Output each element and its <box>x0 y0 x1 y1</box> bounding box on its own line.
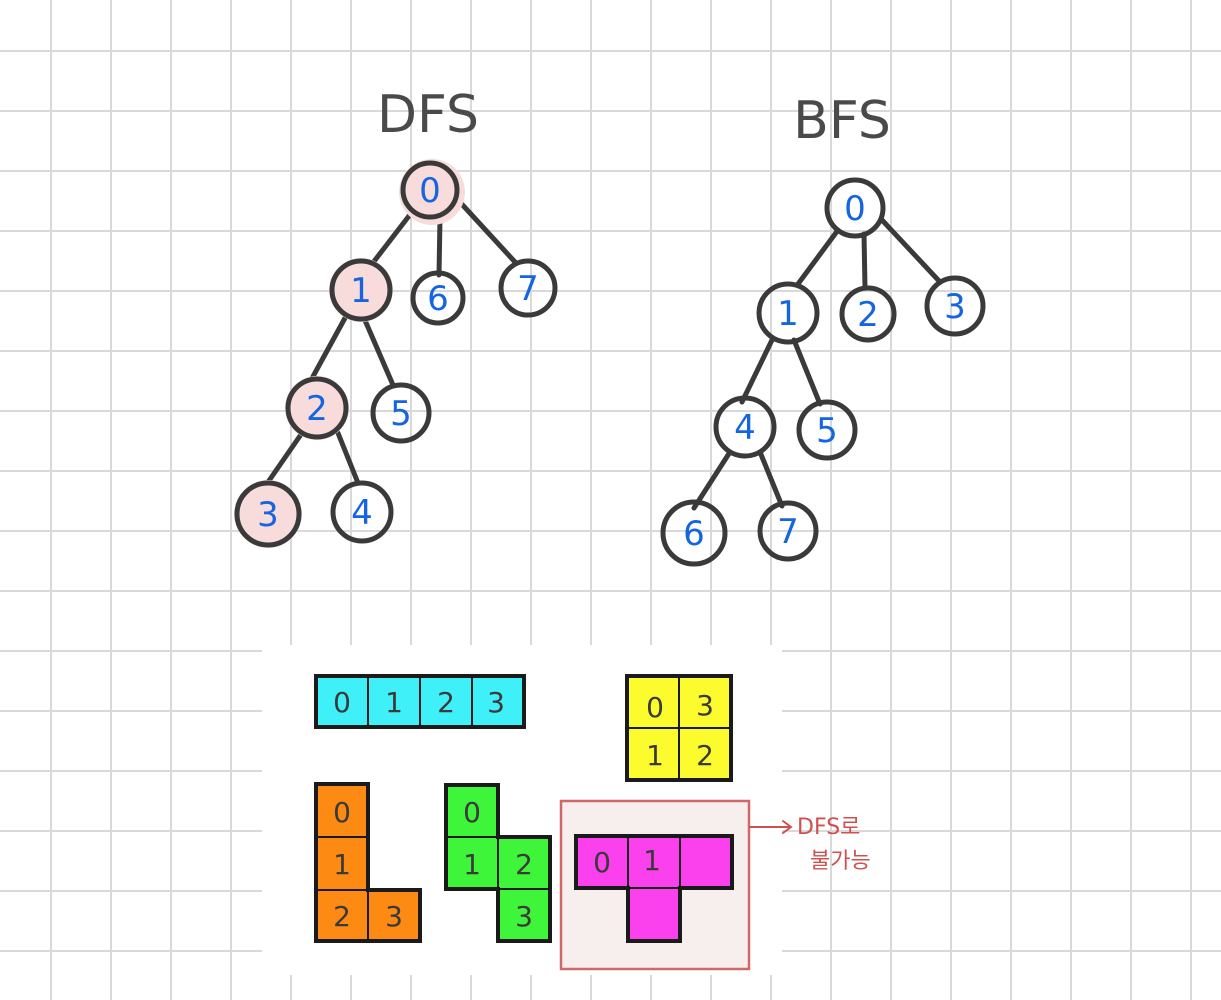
dfs-node-0-label: 0 <box>419 171 441 211</box>
bfs-node-4 <box>713 395 777 459</box>
o-cell-3: 3 <box>696 689 714 722</box>
s-tetromino: 0 1 2 3 <box>444 783 552 943</box>
i-cell-3: 3 <box>487 686 505 719</box>
annotation-line-1: DFS로 <box>797 815 860 840</box>
dfs-node-labels: 0 1 6 7 2 5 3 4 <box>257 171 539 535</box>
l-cell-0: 0 <box>333 796 351 829</box>
annotation-line-2: 불가능 <box>810 849 871 874</box>
o-cell-1: 1 <box>646 739 664 772</box>
dfs-tree <box>263 197 518 488</box>
dfs-edge-2-4 <box>335 430 361 486</box>
dfs-node-4-label: 4 <box>351 493 373 533</box>
bfs-node-2-label: 2 <box>857 295 879 335</box>
bfs-node-3-label: 3 <box>944 287 966 327</box>
dfs-node-4 <box>330 480 394 544</box>
dfs-node-2-label: 2 <box>306 389 328 429</box>
i-cell-0: 0 <box>333 686 351 719</box>
l-cell-2: 2 <box>333 900 351 933</box>
t-tetromino: 0 1 <box>574 834 734 943</box>
dfs-node-3 <box>234 480 302 548</box>
dfs-node-1-label: 1 <box>350 271 372 311</box>
bfs-node-6-label: 6 <box>683 514 705 554</box>
s-cell-2: 2 <box>515 848 533 881</box>
dfs-edge-1-5 <box>361 315 396 388</box>
i-tetromino: 0 1 2 3 <box>314 674 526 729</box>
l-tetromino: 0 1 2 3 <box>314 782 422 943</box>
dfs-highlight-2 <box>285 376 349 440</box>
bfs-edge-4-7 <box>757 449 785 509</box>
bfs-node-1-label: 1 <box>777 294 799 334</box>
dfs-node-2 <box>285 376 349 440</box>
t-cell-1: 1 <box>643 844 661 877</box>
dfs-edge-0-6 <box>436 215 443 278</box>
annotation-arrow <box>749 820 793 834</box>
s-cell-1: 1 <box>463 848 481 881</box>
bfs-node-7 <box>757 500 819 562</box>
dfs-node-0 <box>400 160 460 220</box>
bfs-node-5 <box>796 399 858 461</box>
bfs-edge-0-1 <box>795 227 841 287</box>
bfs-node-2 <box>839 285 897 343</box>
l-cell-1: 1 <box>333 848 351 881</box>
bfs-node-1 <box>756 281 820 345</box>
bfs-edge-0-2 <box>861 231 868 291</box>
dfs-highlight-3 <box>234 480 302 548</box>
dfs-highlights <box>234 159 465 548</box>
i-cell-1: 1 <box>385 686 403 719</box>
l-cell-3: 3 <box>385 900 403 933</box>
bfs-edge-0-3 <box>879 217 943 285</box>
dfs-nodes <box>234 160 558 548</box>
dfs-edge-2-3 <box>263 430 305 488</box>
bfs-title: BFS <box>793 91 891 151</box>
dfs-node-5-label: 5 <box>390 394 412 434</box>
bfs-tree <box>691 217 943 511</box>
s-cell-3: 3 <box>515 900 533 933</box>
dfs-edge-1-2 <box>307 315 348 385</box>
dfs-edge-0-1 <box>369 209 415 267</box>
i-cell-2: 2 <box>437 686 455 719</box>
s-cell-0: 0 <box>463 796 481 829</box>
o-cell-0: 0 <box>646 691 664 724</box>
dfs-node-7-label: 7 <box>517 269 539 309</box>
bfs-node-labels: 0 1 2 3 4 5 6 7 <box>683 189 966 554</box>
bfs-node-6 <box>660 499 728 567</box>
bfs-edge-1-5 <box>791 337 823 407</box>
dfs-highlight-1 <box>329 258 393 322</box>
dfs-node-3-label: 3 <box>257 495 279 535</box>
bfs-node-4-label: 4 <box>734 408 756 448</box>
bfs-node-0 <box>824 177 886 239</box>
dfs-node-6 <box>410 270 466 326</box>
bfs-node-0-label: 0 <box>844 189 866 229</box>
bfs-node-7-label: 7 <box>777 512 799 552</box>
bfs-edge-4-6 <box>691 449 733 511</box>
dfs-edge-0-7 <box>455 197 518 265</box>
dfs-node-6-label: 6 <box>427 279 449 319</box>
dfs-node-7 <box>498 258 558 318</box>
dfs-node-1 <box>329 258 393 322</box>
bfs-node-5-label: 5 <box>816 411 838 451</box>
bfs-node-3 <box>924 275 986 337</box>
dfs-node-5 <box>370 382 432 444</box>
o-tetromino: 0 3 1 2 <box>625 674 733 782</box>
bfs-edge-1-4 <box>739 337 775 405</box>
dfs-title: DFS <box>377 85 479 145</box>
bfs-nodes <box>660 177 986 567</box>
t-cell-0: 0 <box>593 846 611 879</box>
o-cell-2: 2 <box>696 739 714 772</box>
